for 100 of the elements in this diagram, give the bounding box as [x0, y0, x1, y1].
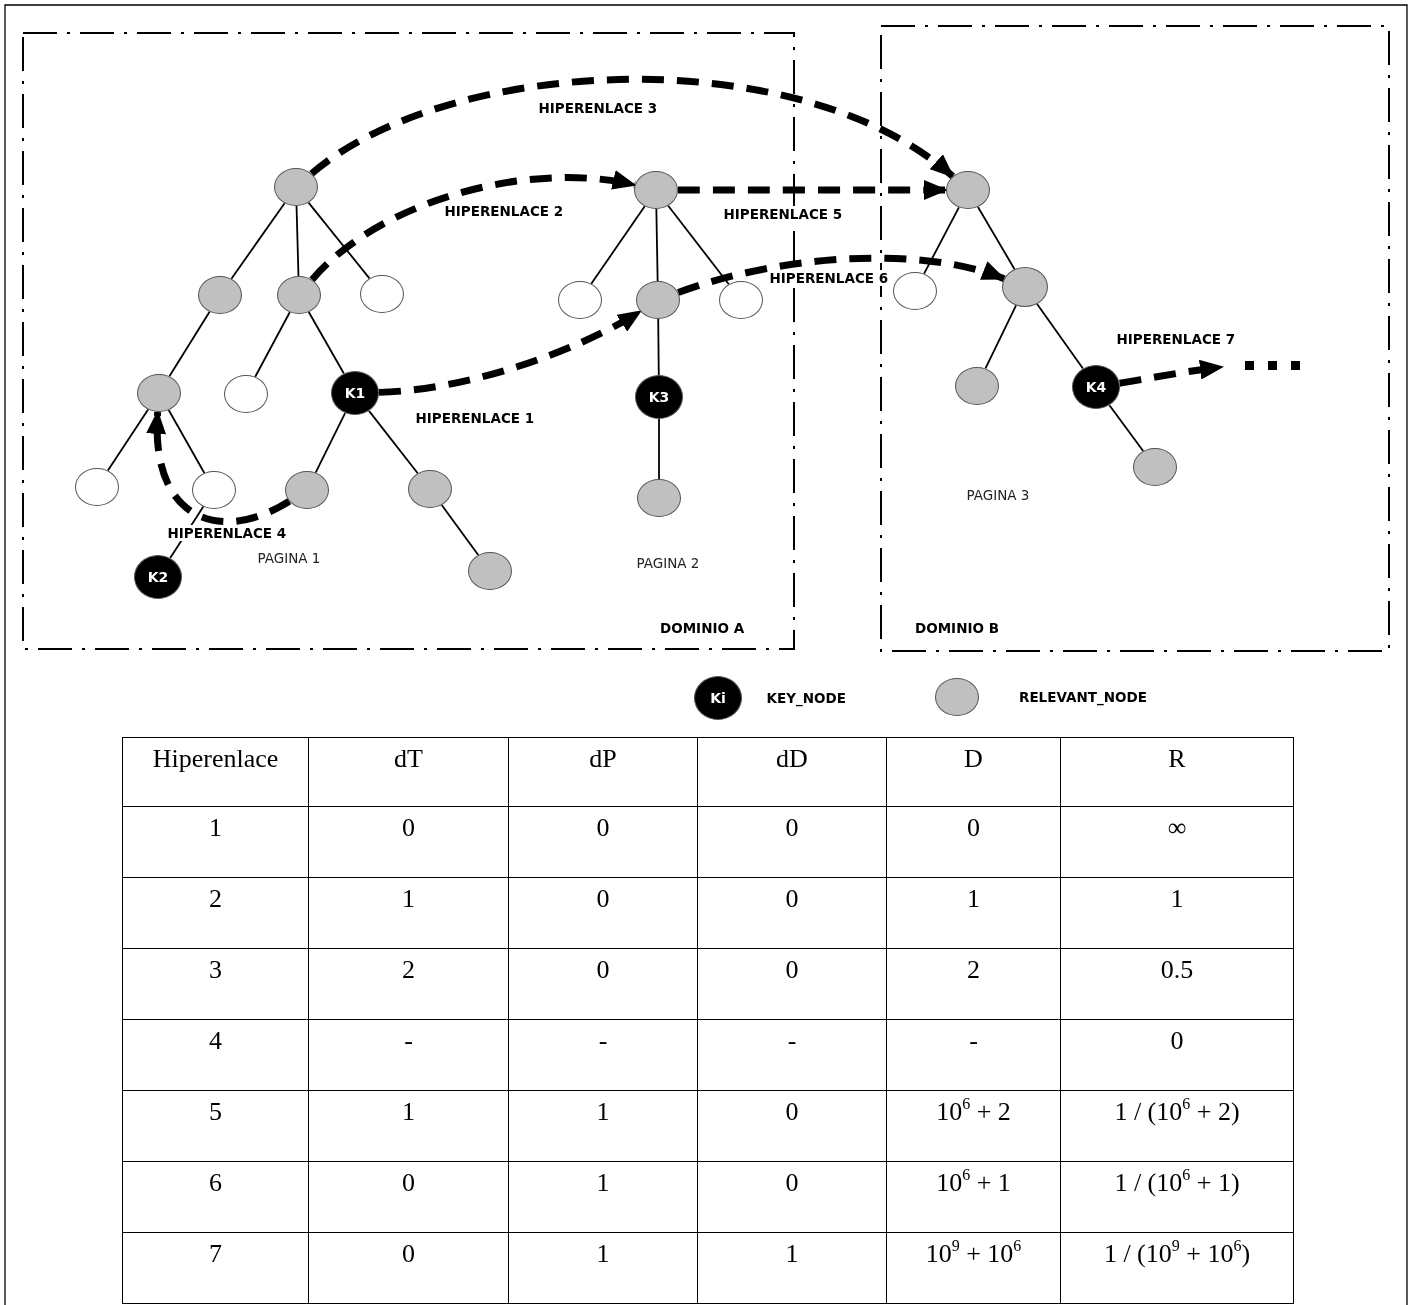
tree-link	[254, 311, 291, 378]
table-cell: 0	[697, 948, 887, 1020]
table-cell: 0	[308, 806, 509, 878]
table-cell: 0	[697, 1161, 887, 1233]
node-label: K3	[648, 390, 670, 404]
table-cell: 0	[308, 1161, 509, 1233]
table-header-cell: R	[1060, 737, 1294, 807]
edge-label: HIPERENLACE 4	[166, 525, 288, 541]
table-cell: 10$^{6}$ + 1	[886, 1161, 1061, 1233]
table-cell: 0	[697, 877, 887, 949]
tree-link	[923, 206, 960, 275]
node-label: K2	[147, 570, 169, 584]
tree-node	[1133, 448, 1177, 486]
table-cell: 0	[308, 1232, 509, 1304]
tree-node	[192, 471, 236, 509]
table-cell: 7	[122, 1232, 309, 1304]
hyperlink-arrow	[309, 171, 637, 283]
legend-label: KEY_NODE	[766, 690, 846, 706]
table-cell: 5	[122, 1090, 309, 1162]
tree-link	[307, 201, 371, 280]
table-cell: 1	[508, 1232, 698, 1304]
tree-node	[955, 367, 999, 405]
tree-link	[107, 408, 149, 472]
table-cell: 1	[308, 1090, 509, 1162]
table-header-cell: dP	[508, 737, 698, 807]
table-cell: 1	[1060, 877, 1294, 949]
hyperlink-arrow	[378, 308, 643, 396]
tree-node	[274, 168, 318, 206]
table-cell: 0	[697, 806, 887, 878]
tree-node	[198, 276, 242, 314]
tree-link	[440, 504, 480, 556]
table-cell: 10$^{6}$ + 2	[886, 1090, 1061, 1162]
table-cell: 1 / (10$^{6}$ + 2)	[1060, 1090, 1294, 1162]
page-label: PAGINA 2	[636, 555, 700, 571]
hyperlink-arrow	[309, 75, 955, 180]
edge-label: HIPERENLACE 3	[537, 100, 659, 116]
tree-node	[285, 471, 329, 509]
key-node	[331, 371, 379, 415]
legend-label: RELEVANT_NODE	[1019, 689, 1147, 705]
tree-node	[636, 281, 680, 319]
table-cell: 1	[886, 877, 1061, 949]
table-cell: 1 / (10$^{6}$ + 1)	[1060, 1161, 1294, 1233]
table-cell: 0	[508, 948, 698, 1020]
page-label: PAGINA 1	[257, 550, 321, 566]
table-cell: 0	[508, 877, 698, 949]
table-cell: -	[886, 1019, 1061, 1091]
tree-node	[468, 552, 512, 590]
edge-label: HIPERENLACE 5	[722, 206, 844, 222]
table-header-cell: D	[886, 737, 1061, 807]
table-cell: 0	[508, 806, 698, 878]
tree-link	[295, 205, 300, 277]
table-header-cell: Hiperenlace	[122, 737, 309, 807]
swatch-label: Ki	[710, 691, 726, 705]
tree-node	[634, 171, 678, 209]
tree-link	[1108, 404, 1145, 452]
hyperlink-arrow	[678, 180, 948, 200]
table-cell: 1 / (10$^{9}$ + 10$^{6}$)	[1060, 1232, 1294, 1304]
edge-label: HIPERENLACE 2	[443, 203, 565, 219]
table-cell: 1	[308, 877, 509, 949]
tree-node	[893, 272, 937, 310]
table-cell: -	[697, 1019, 887, 1091]
tree-link	[314, 412, 346, 474]
domain-label: DOMINIO B	[915, 620, 999, 636]
table-cell: 6	[122, 1161, 309, 1233]
table-cell: 2	[308, 948, 509, 1020]
page-label: PAGINA 3	[966, 487, 1030, 503]
tree-node	[360, 275, 404, 313]
tree-link	[658, 418, 660, 480]
node-label: K4	[1085, 380, 1107, 394]
table-cell: 0.5	[1060, 948, 1294, 1020]
tree-link	[667, 204, 730, 286]
tree-node	[637, 479, 681, 517]
table-cell: 2	[886, 948, 1061, 1020]
hyperlink-arrow	[677, 254, 1006, 296]
key-node	[1072, 365, 1120, 409]
edge-label: HIPERENLACE 7	[1115, 331, 1237, 347]
table-cell: 4	[122, 1019, 309, 1091]
table-cell: 0	[697, 1090, 887, 1162]
table-cell: -	[308, 1019, 509, 1091]
tree-link	[977, 206, 1016, 271]
tree-node	[75, 468, 119, 506]
hyperlink-arrow	[1119, 359, 1224, 387]
key-node	[635, 375, 683, 419]
table-cell: 0	[886, 806, 1061, 878]
table-cell: 10$^{9}$ + 10$^{6}$	[886, 1232, 1061, 1304]
tree-link	[655, 208, 659, 282]
table-cell: 1	[508, 1161, 698, 1233]
tree-node	[137, 374, 181, 412]
tree-link	[167, 409, 206, 474]
tree-node	[946, 171, 990, 209]
tree-link	[230, 202, 286, 280]
tree-link	[984, 304, 1017, 370]
table-cell: -	[508, 1019, 698, 1091]
domain-label: DOMINIO A	[660, 620, 745, 636]
table-cell: ∞	[1060, 806, 1294, 878]
node-label: K1	[344, 386, 366, 400]
tree-node	[277, 276, 321, 314]
tree-link	[1036, 303, 1084, 370]
table-cell: 3	[122, 948, 309, 1020]
tree-node	[408, 470, 452, 508]
